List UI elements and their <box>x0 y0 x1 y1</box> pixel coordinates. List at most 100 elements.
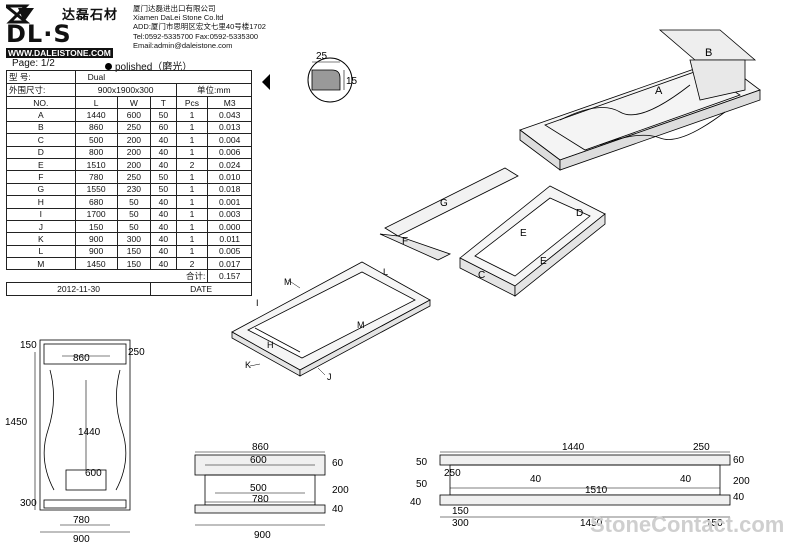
table-cell: 780 <box>74 170 118 184</box>
side-dim-300: 300 <box>452 518 469 529</box>
front-dim-600: 600 <box>250 455 267 466</box>
table-cell: 150 <box>74 219 118 234</box>
iso-box-cde: C D E E <box>459 185 606 297</box>
part-label-m2: M <box>357 320 365 330</box>
table-cell: 1 <box>175 232 209 246</box>
table-cell: 0.000 <box>207 219 252 234</box>
table-cell: 40 <box>150 232 177 246</box>
part-label-e2: E <box>540 256 547 267</box>
plan-dim-1440: 1440 <box>78 427 101 438</box>
side-dim-1440: 1440 <box>562 442 585 453</box>
column-header: Pcs <box>175 95 209 110</box>
front-dim-200: 200 <box>332 485 349 496</box>
table-cell: 1700 <box>74 207 118 221</box>
page-indicator: Page: 1/2 <box>12 58 55 69</box>
table-cell: 0.024 <box>207 157 252 172</box>
table-row: 型 号: Dual <box>6 70 253 84</box>
bullet-icon <box>105 63 112 70</box>
part-label-m1: M <box>284 277 292 287</box>
part-label-l: L <box>383 267 388 277</box>
table-cell: 40 <box>150 207 177 221</box>
table-cell: 40 <box>150 157 177 172</box>
company-name-en: Xiamen DaLei Stone Co.ltd <box>133 13 224 23</box>
table-cell: 40 <box>150 219 177 234</box>
company-logo <box>6 4 124 48</box>
table-cell: 1450 <box>74 257 118 271</box>
table-cell: 1 <box>175 108 209 122</box>
table-cell: 1 <box>175 170 209 184</box>
part-label-k: K <box>245 360 251 370</box>
table-cell: 0.017 <box>207 257 252 271</box>
plan-dim-900: 900 <box>73 534 90 545</box>
total-row: 合计: 0.157 <box>6 269 252 284</box>
table-cell: 0.003 <box>207 207 252 221</box>
table-cell: 500 <box>74 133 118 147</box>
iso-frame-hijklm: M L I M H K J <box>231 261 431 382</box>
table-cell: 50 <box>150 170 177 184</box>
plan-dim-1450: 1450 <box>5 417 28 428</box>
plan-dim-150: 150 <box>20 340 37 351</box>
part-label-h: H <box>267 340 274 350</box>
plan-dim-780: 780 <box>73 515 90 526</box>
table-cell: 40 <box>150 244 177 259</box>
table-cell: 200 <box>116 145 152 159</box>
side-dim-250b: 250 <box>444 468 461 479</box>
side-dim-150a: 150 <box>452 506 469 517</box>
table-cell: 1 <box>175 145 209 159</box>
table-cell: 0.001 <box>207 195 252 209</box>
profile-circle <box>307 57 353 103</box>
table-cell: 1 <box>175 207 209 221</box>
date-value: 2012-11-30 <box>5 282 152 296</box>
date-row: 2012-11-30 DATE <box>5 282 252 296</box>
side-dim-40c: 40 <box>410 497 422 508</box>
side-dim-50b: 50 <box>416 479 428 490</box>
side-dim-50a: 50 <box>416 457 428 468</box>
side-dim-60: 60 <box>733 455 745 466</box>
page-value: 1/2 <box>40 58 55 69</box>
side-dim-250: 250 <box>693 442 710 453</box>
table-cell: 50 <box>150 182 177 197</box>
table-cell: 0.018 <box>207 182 252 197</box>
iso-top-assembly: A B <box>519 29 761 171</box>
table-cell: 800 <box>74 145 118 159</box>
side-dim-40d: 40 <box>733 492 745 503</box>
triangle-marker-icon <box>262 74 270 90</box>
logo-chinese-name: 达磊石材 <box>62 8 119 23</box>
part-label-c: C <box>478 270 485 281</box>
table-cell: 0.011 <box>207 232 252 246</box>
part-label-j: J <box>327 372 332 382</box>
table-cell: 40 <box>150 145 177 159</box>
profile-section <box>311 69 341 91</box>
side-dim-1510: 1510 <box>585 485 608 496</box>
front-dim-60: 60 <box>332 458 344 469</box>
table-cell: 860 <box>74 120 118 135</box>
table-cell: 2 <box>175 157 209 172</box>
front-view-drawing: 860 600 60 500 200 780 40 900 <box>194 442 349 541</box>
table-cell: B <box>6 120 76 135</box>
plan-dim-250: 250 <box>128 347 145 358</box>
logo-website: WWW.DALEISTONE.COM <box>6 48 113 58</box>
table-cell: 1 <box>175 133 209 147</box>
table-cell: 1510 <box>74 157 118 172</box>
table-row: 外围尺寸: 900x1900x300 单位:mm <box>6 83 253 97</box>
table-cell: J <box>6 219 76 234</box>
edge-profile-detail: 25 15 <box>262 51 358 103</box>
spec-table: 型 号: Dual 外围尺寸: 900x1900x300 单位:mm NO. L… <box>5 70 253 296</box>
part-label-d: D <box>576 208 583 219</box>
table-cell: 0.004 <box>207 133 252 147</box>
side-view-drawing: 1440 250 50 60 250 40 50 1510 40 200 40 … <box>410 442 750 529</box>
company-address: ADD:厦门市思明区宏文七里40号楼1702 <box>133 22 266 32</box>
front-dim-40: 40 <box>332 504 344 515</box>
table-cell: 2 <box>175 257 209 271</box>
side-dim-40b: 40 <box>680 474 692 485</box>
